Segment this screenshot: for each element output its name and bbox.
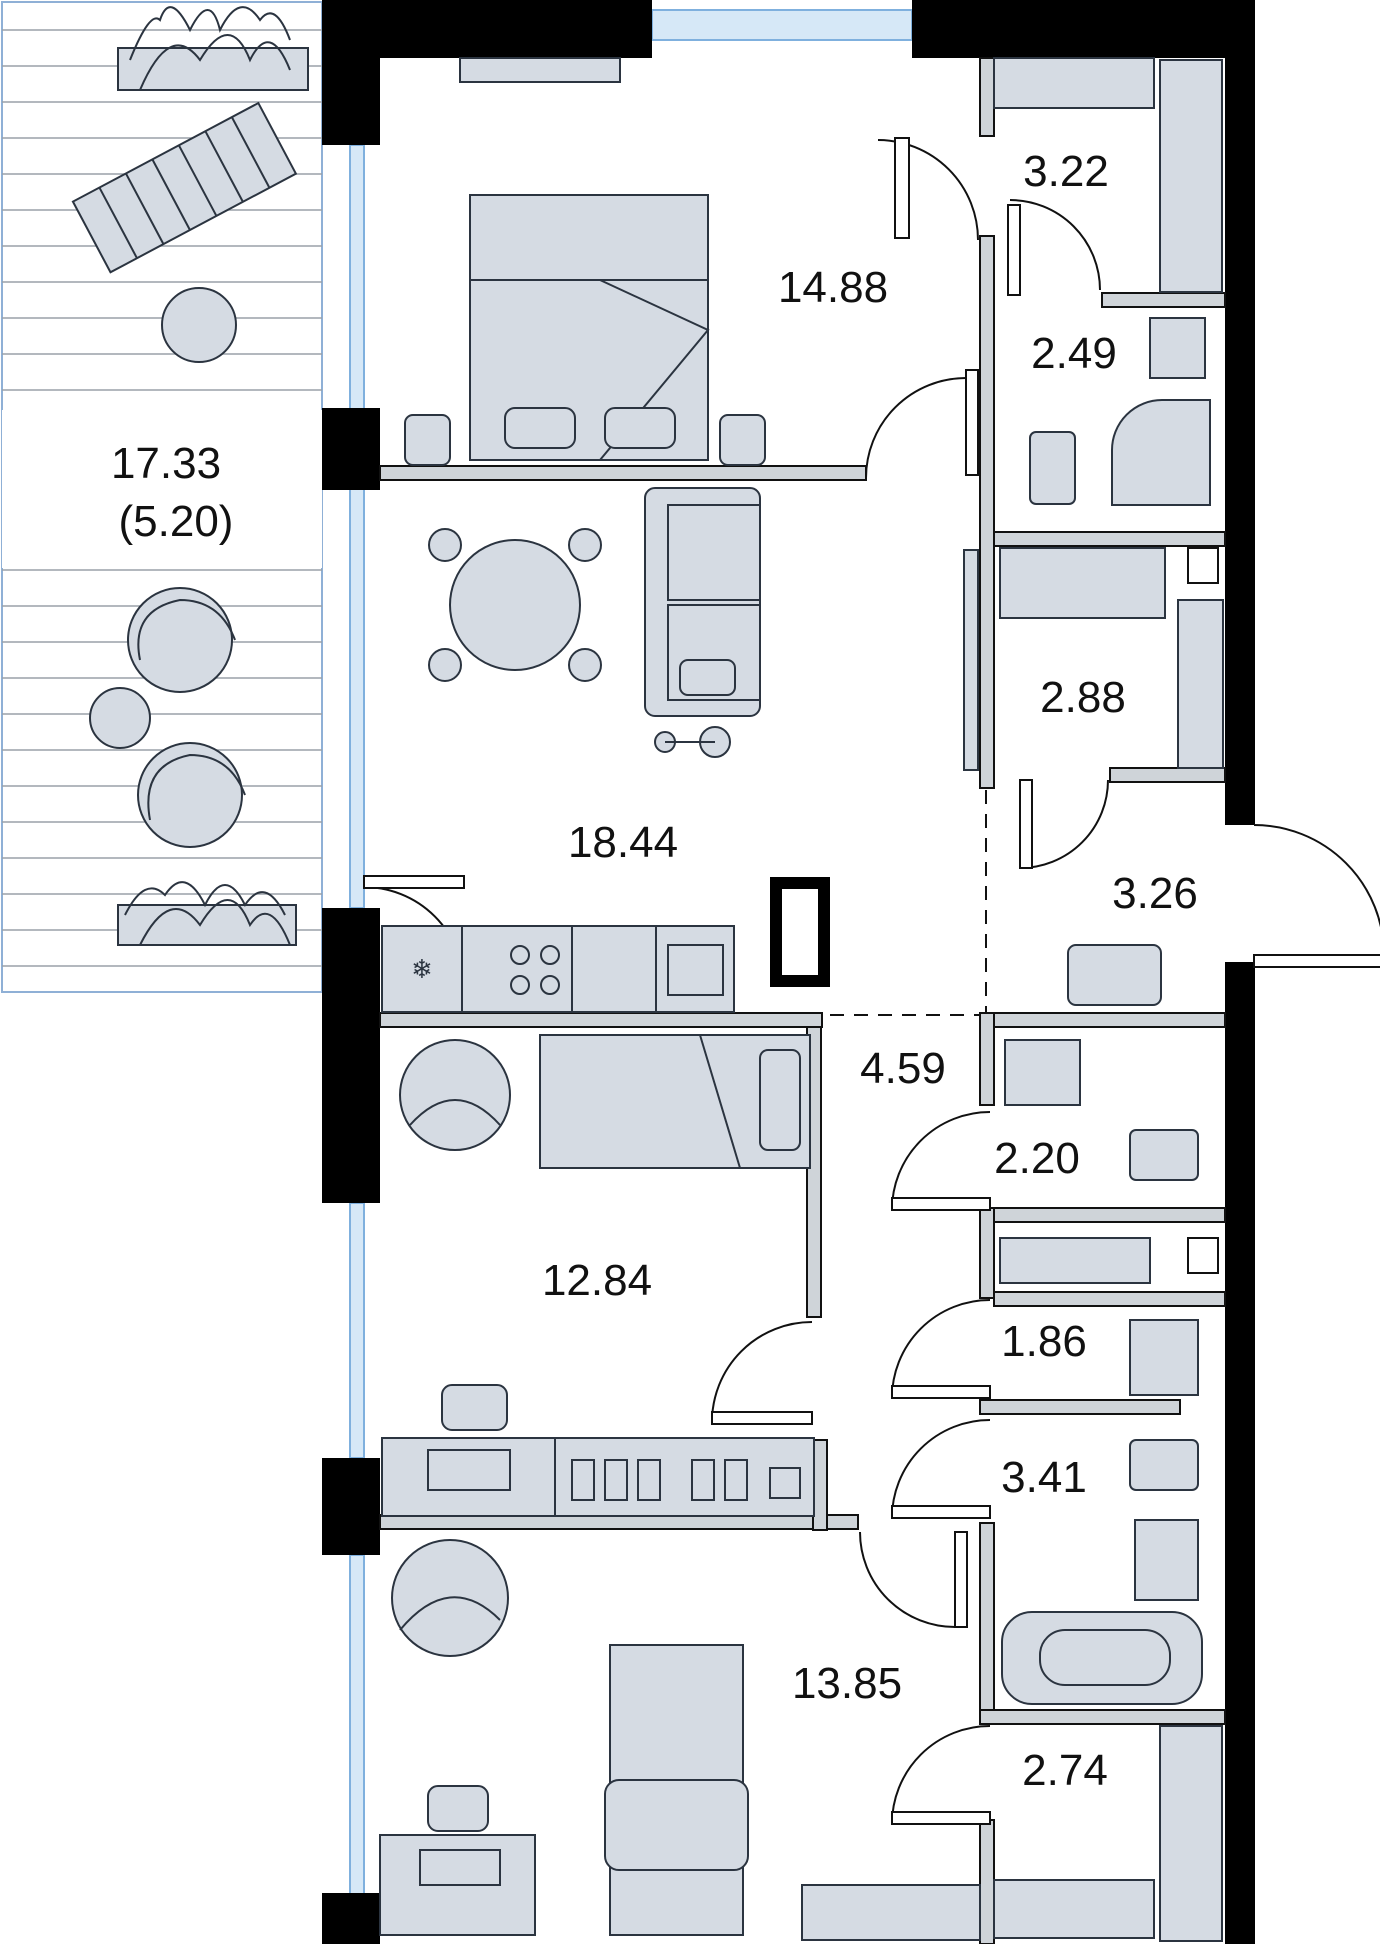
interior-walls [379,57,1226,1944]
area-wc: 2.20 [994,1134,1080,1183]
balcony [1,1,323,993]
area-bedroom-master: 14.88 [778,263,888,312]
chair-bottom [427,1785,489,1832]
exterior-walls [322,0,1255,1944]
floor-lamp [654,726,731,758]
wardrobe-top-unit [993,57,1223,293]
plant-box-bottom [117,881,297,946]
kitchen-island [1067,944,1162,1006]
area-bedroom-middle: 12.84 [542,1256,652,1305]
armchair-bottom [391,1539,509,1657]
area-entry-hall: 3.26 [1112,869,1198,918]
double-bed [469,194,710,461]
wc-fixtures [1004,1039,1199,1181]
area-balcony: 17.33 [111,439,221,488]
coffee-table-balcony [89,687,151,749]
dining-table [428,528,602,682]
dresser-bottom [801,1884,981,1941]
kitchen-counter: ❄ [381,925,735,1013]
armchair-balcony-1 [127,587,236,693]
svg-text:❄: ❄ [411,955,433,985]
sun-lounger [71,101,298,274]
area-bathroom-bottom: 3.41 [1001,1453,1087,1502]
wardrobe-bottom-unit [993,1725,1223,1942]
sofa [644,487,761,717]
closet-mirror [963,549,979,771]
nightstand-right [719,414,766,466]
bathroom-fixtures-bottom [1001,1439,1203,1705]
side-table [161,287,237,363]
area-wardrobe-mid: 2.88 [1040,673,1126,722]
desk-bottom [379,1834,536,1936]
plant-box-top [117,6,309,91]
single-bed-bottom [604,1644,749,1936]
single-bed-middle [539,1034,811,1169]
nightstand-left [404,414,451,466]
desk-middle [381,1437,815,1517]
window-top [651,9,913,41]
area-laundry: 1.86 [1001,1317,1087,1366]
area-bathroom-top: 2.49 [1031,329,1117,378]
chair-middle [441,1384,508,1431]
area-balcony-reduced: (5.20) [119,497,234,546]
bath-fixtures-top [1029,317,1211,506]
area-bedroom-bottom: 13.85 [792,1659,902,1708]
area-wardrobe-bottom: 2.74 [1022,1746,1108,1795]
area-living-kitchen: 18.44 [568,818,678,867]
area-labels: 17.33 (5.20) 14.88 18.44 3.22 2.49 2.88 … [111,147,1198,1795]
wardrobe-mid-unit [999,547,1224,769]
armchair-balcony-2 [137,742,246,848]
armchair-middle [399,1039,511,1151]
area-corridor: 4.59 [860,1044,946,1093]
laundry-fixtures [999,1237,1219,1396]
tv-unit [459,57,621,83]
doors [363,137,1380,1825]
area-wardrobe-top: 3.22 [1023,147,1109,196]
